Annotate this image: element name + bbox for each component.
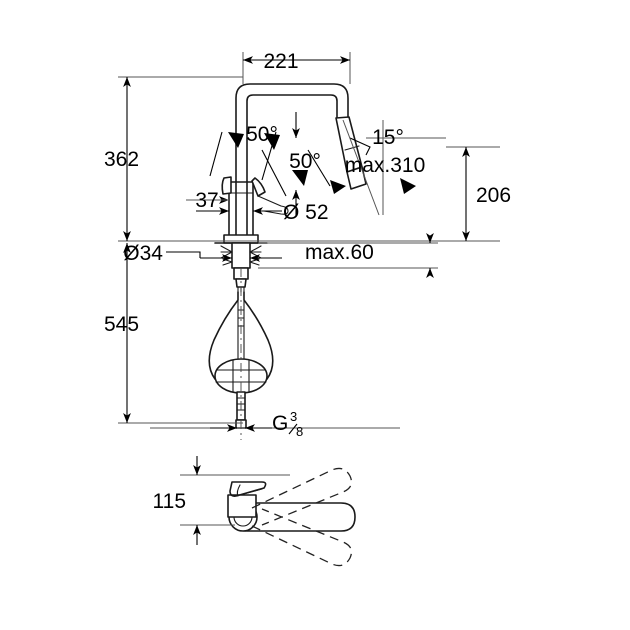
dim-height-to-deck: 362: [104, 148, 139, 171]
dim-handle-angle-left: 50°: [246, 123, 278, 146]
mixer-body-column: [228, 181, 254, 242]
thread-numerator: 3: [290, 409, 297, 424]
spout-outline: [235, 83, 349, 201]
dim-max-pull-down: max.310: [345, 154, 426, 177]
dimension-labels: 221 362 545 37 Ø 52 Ø34 max.60 15° max.3…: [104, 50, 511, 513]
thread-prefix: G: [272, 412, 288, 435]
dim-spout-outlet-height: 206: [476, 184, 511, 207]
dim-handle-clearance: 37: [195, 189, 218, 212]
dim-base-diameter: Ø 52: [283, 201, 329, 224]
faucet-plan-geometry: [227, 467, 356, 567]
dim-connection-thread: G 3 8: [272, 409, 303, 439]
dim-spout-reach: 221: [263, 50, 298, 73]
lever-handle: [221, 176, 289, 215]
swivel-range-ghosts: [251, 467, 353, 567]
elevation-dimension-lines: [118, 52, 500, 432]
faucet-elevation-geometry: [208, 83, 367, 440]
spray-head: [335, 116, 367, 190]
dim-mount-hole-diameter: Ø34: [123, 242, 163, 265]
plan-dimension-lines: [180, 456, 290, 545]
dim-handle-to-axis: 115: [153, 490, 186, 513]
mounting-shank: [220, 242, 262, 293]
escutcheon-base: [214, 234, 268, 244]
dim-max-deck-thickness: max.60: [305, 241, 374, 264]
dim-spray-head-angle: 15°: [372, 126, 404, 149]
thread-denominator: 8: [296, 424, 303, 439]
dim-handle-angle-right: 50°: [289, 150, 321, 173]
dim-hose-length-below: 545: [104, 313, 139, 336]
